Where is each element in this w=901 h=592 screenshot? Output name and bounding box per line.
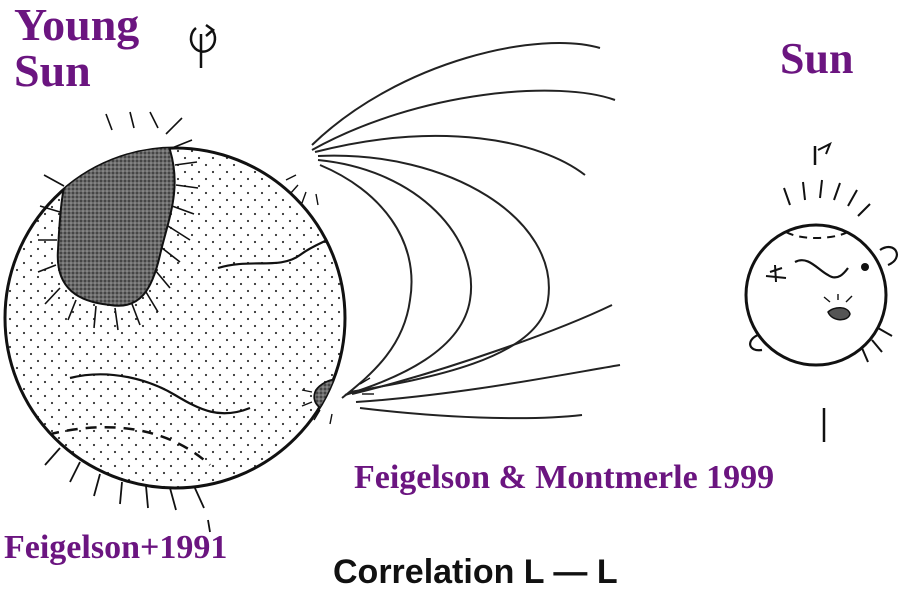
young-sun-title-line2: Sun (14, 48, 139, 94)
credit-feigelson-1991: Feigelson+1991 (4, 528, 227, 568)
magnetic-loops (312, 43, 620, 418)
sun-title: Sun (780, 36, 853, 82)
credit-feigelson-montmerle: Feigelson & Montmerle 1999 (354, 458, 774, 498)
rotation-axis-icon (191, 25, 215, 68)
young-sun-title-line1: Young (14, 2, 139, 48)
young-sun-title: Young Sun (14, 2, 139, 94)
present-sun (746, 144, 897, 442)
young-sun (5, 112, 374, 532)
partial-caption: Correlation L — L (333, 552, 618, 592)
